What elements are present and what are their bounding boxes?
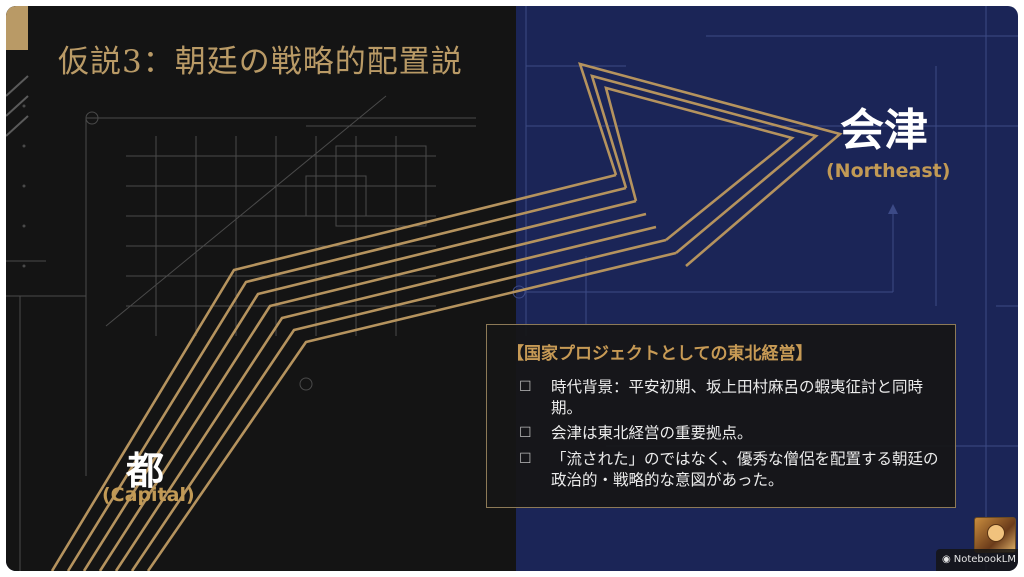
origin-sublabel: (Capital) bbox=[102, 484, 195, 506]
route-arrow bbox=[50, 62, 843, 571]
checkbox-icon: ☐ bbox=[519, 451, 532, 467]
badge-label: NotebookLM bbox=[953, 554, 1016, 565]
left-dark-panel bbox=[6, 6, 516, 571]
presenter-avatar[interactable] bbox=[974, 517, 1016, 553]
list-item-text: 時代背景：平安初期、坂上田村麻呂の蝦夷征討と同時期。 bbox=[551, 378, 924, 417]
checkbox-icon: ☐ bbox=[519, 425, 532, 441]
list-item-text: 「流された」のではなく、優秀な僧侶を配置する朝廷の政治的・戦略的な意図があった。 bbox=[551, 450, 939, 489]
destination-label: 会津 bbox=[840, 105, 928, 156]
background-decoration bbox=[6, 6, 1018, 571]
corner-accent bbox=[6, 6, 28, 50]
info-box-heading: 【国家プロジェクトとしての東北経営】 bbox=[507, 344, 813, 364]
list-item-text: 会津は東北経営の重要拠点。 bbox=[551, 424, 753, 442]
checkbox-icon: ☐ bbox=[519, 379, 532, 395]
destination-sublabel: (Northeast) bbox=[826, 160, 951, 182]
info-box: 【国家プロジェクトとしての東北経営】 ☐ 時代背景：平安初期、坂上田村麻呂の蝦夷… bbox=[486, 324, 956, 508]
notebooklm-badge[interactable]: ◉NotebookLM bbox=[936, 549, 1018, 571]
notebooklm-icon: ◉ bbox=[942, 554, 951, 565]
slide: 仮説3：朝廷の戦略的配置説 会津 (Northeast) 都 (Capital)… bbox=[6, 6, 1018, 571]
origin-label: 都 bbox=[126, 449, 165, 493]
slide-title: 仮説3：朝廷の戦略的配置説 bbox=[58, 44, 463, 80]
